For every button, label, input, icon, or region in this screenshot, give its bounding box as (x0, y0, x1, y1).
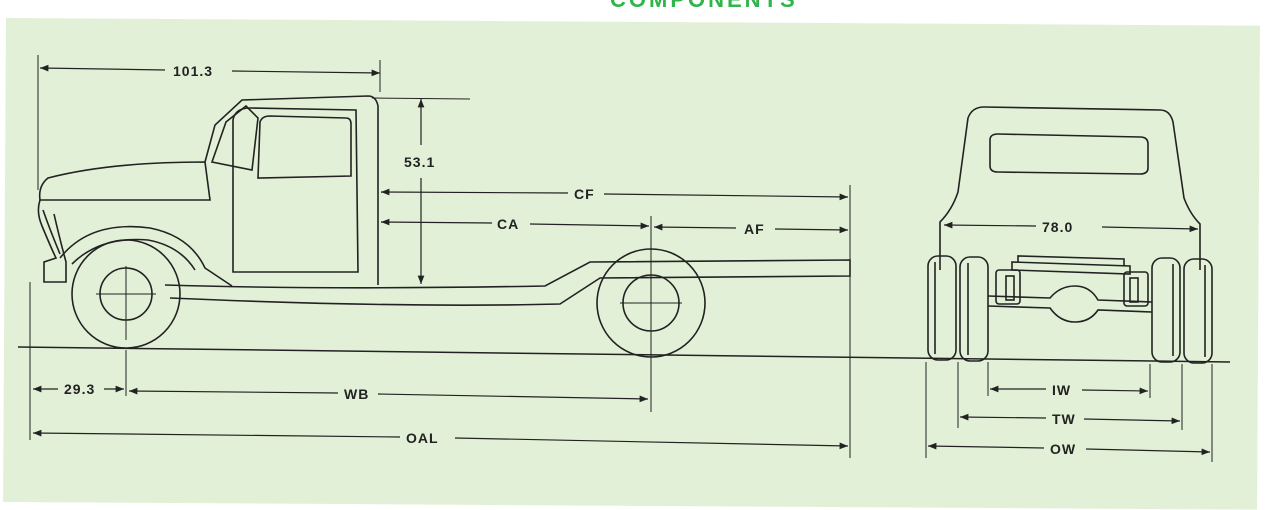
cab-length-line-left (39, 64, 166, 72)
iw-label: IW (1052, 382, 1071, 398)
cf-line-left (380, 188, 569, 196)
af-label: AF (744, 221, 765, 237)
cf-line-right (603, 193, 849, 201)
wb-line-left (128, 387, 339, 395)
wb-label: WB (344, 386, 369, 402)
ca-line-right (529, 222, 650, 230)
iw-line-right (1081, 387, 1149, 395)
af-line-right (774, 226, 849, 234)
ground-line (17, 346, 1231, 363)
ca-line-left (380, 218, 493, 226)
truck-rear-view (927, 106, 1213, 364)
oal-label: OAL (406, 430, 439, 446)
af-line-left (653, 223, 737, 231)
front-overhang-label: 29.3 (64, 381, 95, 397)
oal-line-right (454, 437, 849, 450)
ca-label: CA (497, 216, 519, 232)
ow-label: OW (1050, 441, 1076, 457)
extension-lines (29, 55, 851, 458)
tw-line-right (1083, 417, 1181, 425)
oal-line-left (32, 429, 401, 438)
ow-line-right (1085, 448, 1211, 456)
cab-length-line-right (231, 69, 381, 77)
rear-width-label: 78.0 (1042, 219, 1073, 235)
tw-line-left (959, 413, 1047, 421)
cab-length-label: 101.3 (173, 63, 213, 79)
cf-label: CF (574, 186, 595, 202)
rear-width-line-left (943, 221, 1037, 229)
cab-height-label: 53.1 (404, 154, 435, 170)
rear-width-line-right (1101, 225, 1199, 233)
section-title: COMPONENTS (610, 0, 798, 13)
rear-extension-lines (925, 362, 1213, 462)
tw-label: TW (1052, 411, 1076, 427)
truck-side-view (37, 95, 851, 412)
wb-line-right (377, 393, 649, 403)
ow-line-left (927, 442, 1045, 450)
